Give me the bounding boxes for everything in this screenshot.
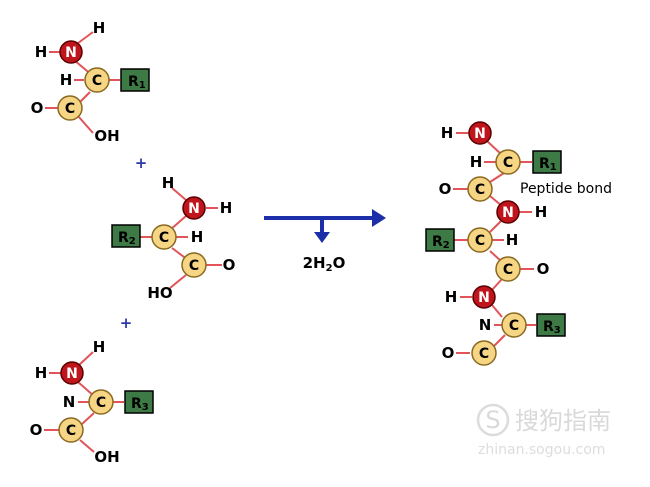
hydrogen-label: H bbox=[191, 228, 204, 246]
r-group-box bbox=[536, 313, 566, 337]
carbon-label: C bbox=[503, 155, 513, 171]
r-group-label: R2 bbox=[432, 234, 450, 251]
watermark: S 搜狗指南 zhinan.sogou.com bbox=[476, 403, 611, 458]
watermark-brand: 搜狗指南 bbox=[515, 407, 611, 435]
hydrogen-label: H bbox=[470, 153, 483, 171]
carboxyl-carbon-atom bbox=[467, 176, 493, 202]
r-group-box bbox=[120, 68, 150, 92]
alpha-carbon-atom bbox=[88, 389, 114, 415]
amino-acid-2: H N H R2 C H C O HO bbox=[111, 174, 236, 302]
nitrogen-label: N bbox=[65, 45, 77, 61]
carbon-label: C bbox=[66, 423, 76, 439]
hydrogen-label: H bbox=[162, 174, 175, 192]
hydrogen-label: H bbox=[35, 43, 48, 61]
nitrogen-label: N bbox=[66, 366, 78, 382]
nitrogen-label: N bbox=[502, 205, 514, 221]
reaction-arrow bbox=[264, 209, 386, 243]
alpha-carbon-atom bbox=[84, 67, 110, 93]
tripeptide: H N H C R1 O C Peptide bond N H R2 C H C… bbox=[425, 121, 612, 366]
hydrogen-label: H bbox=[441, 124, 454, 142]
nitrogen-atom bbox=[468, 121, 492, 145]
carbon-label: C bbox=[189, 258, 199, 274]
oxygen-label: O bbox=[223, 256, 236, 274]
carbon-label: C bbox=[503, 262, 513, 278]
carbon-label: C bbox=[475, 182, 485, 198]
alpha-carbon-atom bbox=[495, 149, 521, 175]
alpha-carbon-atom bbox=[151, 224, 177, 250]
nitrogen-atom bbox=[472, 285, 496, 309]
carbon-label: C bbox=[65, 101, 75, 117]
carbon-label: C bbox=[479, 346, 489, 362]
r-group-label: R3 bbox=[131, 396, 149, 413]
r-group-box bbox=[425, 228, 455, 252]
carbon-label: C bbox=[475, 233, 485, 249]
plus-sign: + bbox=[135, 154, 148, 172]
sogou-logo-letter: S bbox=[485, 406, 500, 434]
r-group-label: R1 bbox=[128, 74, 146, 91]
nitrogen-atom bbox=[496, 200, 520, 224]
hydrogen-label: H bbox=[445, 288, 458, 306]
nitrogen-atom bbox=[60, 361, 84, 385]
nitrogen-label: N bbox=[63, 393, 76, 411]
hydrogen-label: H bbox=[535, 203, 548, 221]
hydrogen-label: H bbox=[60, 71, 73, 89]
oxygen-label: O bbox=[537, 260, 550, 278]
peptide-bond-label: Peptide bond bbox=[520, 181, 612, 197]
carboxyl-carbon-atom bbox=[58, 417, 84, 443]
hydrogen-label: H bbox=[506, 231, 519, 249]
carboxyl-carbon-atom bbox=[57, 95, 83, 121]
sogou-logo-icon bbox=[476, 403, 510, 437]
oxygen-label: O bbox=[31, 99, 44, 117]
hydrogen-label: H bbox=[220, 199, 233, 217]
r-group-label: R2 bbox=[118, 230, 136, 247]
nitrogen-label: N bbox=[478, 290, 490, 306]
r-group-box bbox=[111, 224, 141, 248]
water-label: 2H2O bbox=[303, 254, 346, 274]
hydroxyl-label: OH bbox=[94, 448, 119, 466]
carbon-label: C bbox=[509, 318, 519, 334]
hydroxyl-label: HO bbox=[147, 284, 172, 302]
nitrogen-atom bbox=[182, 196, 206, 220]
carbon-label: C bbox=[96, 395, 106, 411]
alpha-carbon-atom bbox=[501, 312, 527, 338]
carboxyl-carbon-atom bbox=[181, 252, 207, 278]
oxygen-label: O bbox=[30, 421, 43, 439]
nitrogen-label: N bbox=[479, 316, 492, 334]
r-group-box bbox=[124, 390, 154, 414]
plus-sign: + bbox=[120, 314, 133, 332]
hydrogen-label: H bbox=[93, 338, 106, 356]
carbon-label: C bbox=[92, 73, 102, 89]
watermark-url: zhinan.sogou.com bbox=[478, 442, 605, 458]
nitrogen-label: N bbox=[474, 126, 486, 142]
hydrogen-label: H bbox=[35, 364, 48, 382]
hydrogen-label: H bbox=[93, 19, 106, 37]
amino-acid-1: H H N H C R1 O C OH bbox=[31, 19, 150, 145]
nitrogen-label: N bbox=[188, 201, 200, 217]
nitrogen-atom bbox=[59, 40, 83, 64]
amino-acid-3: H H N N C R3 O C OH bbox=[30, 338, 154, 466]
carboxyl-carbon-atom bbox=[495, 256, 521, 282]
carboxyl-carbon-atom bbox=[471, 340, 497, 366]
oxygen-label: O bbox=[439, 180, 452, 198]
r-group-box bbox=[532, 150, 562, 174]
r-group-label: R1 bbox=[539, 156, 557, 173]
r-group-label: R3 bbox=[543, 319, 561, 336]
alpha-carbon-atom bbox=[467, 227, 493, 253]
hydroxyl-label: OH bbox=[94, 127, 119, 145]
carbon-label: C bbox=[159, 230, 169, 246]
oxygen-label: O bbox=[442, 344, 455, 362]
